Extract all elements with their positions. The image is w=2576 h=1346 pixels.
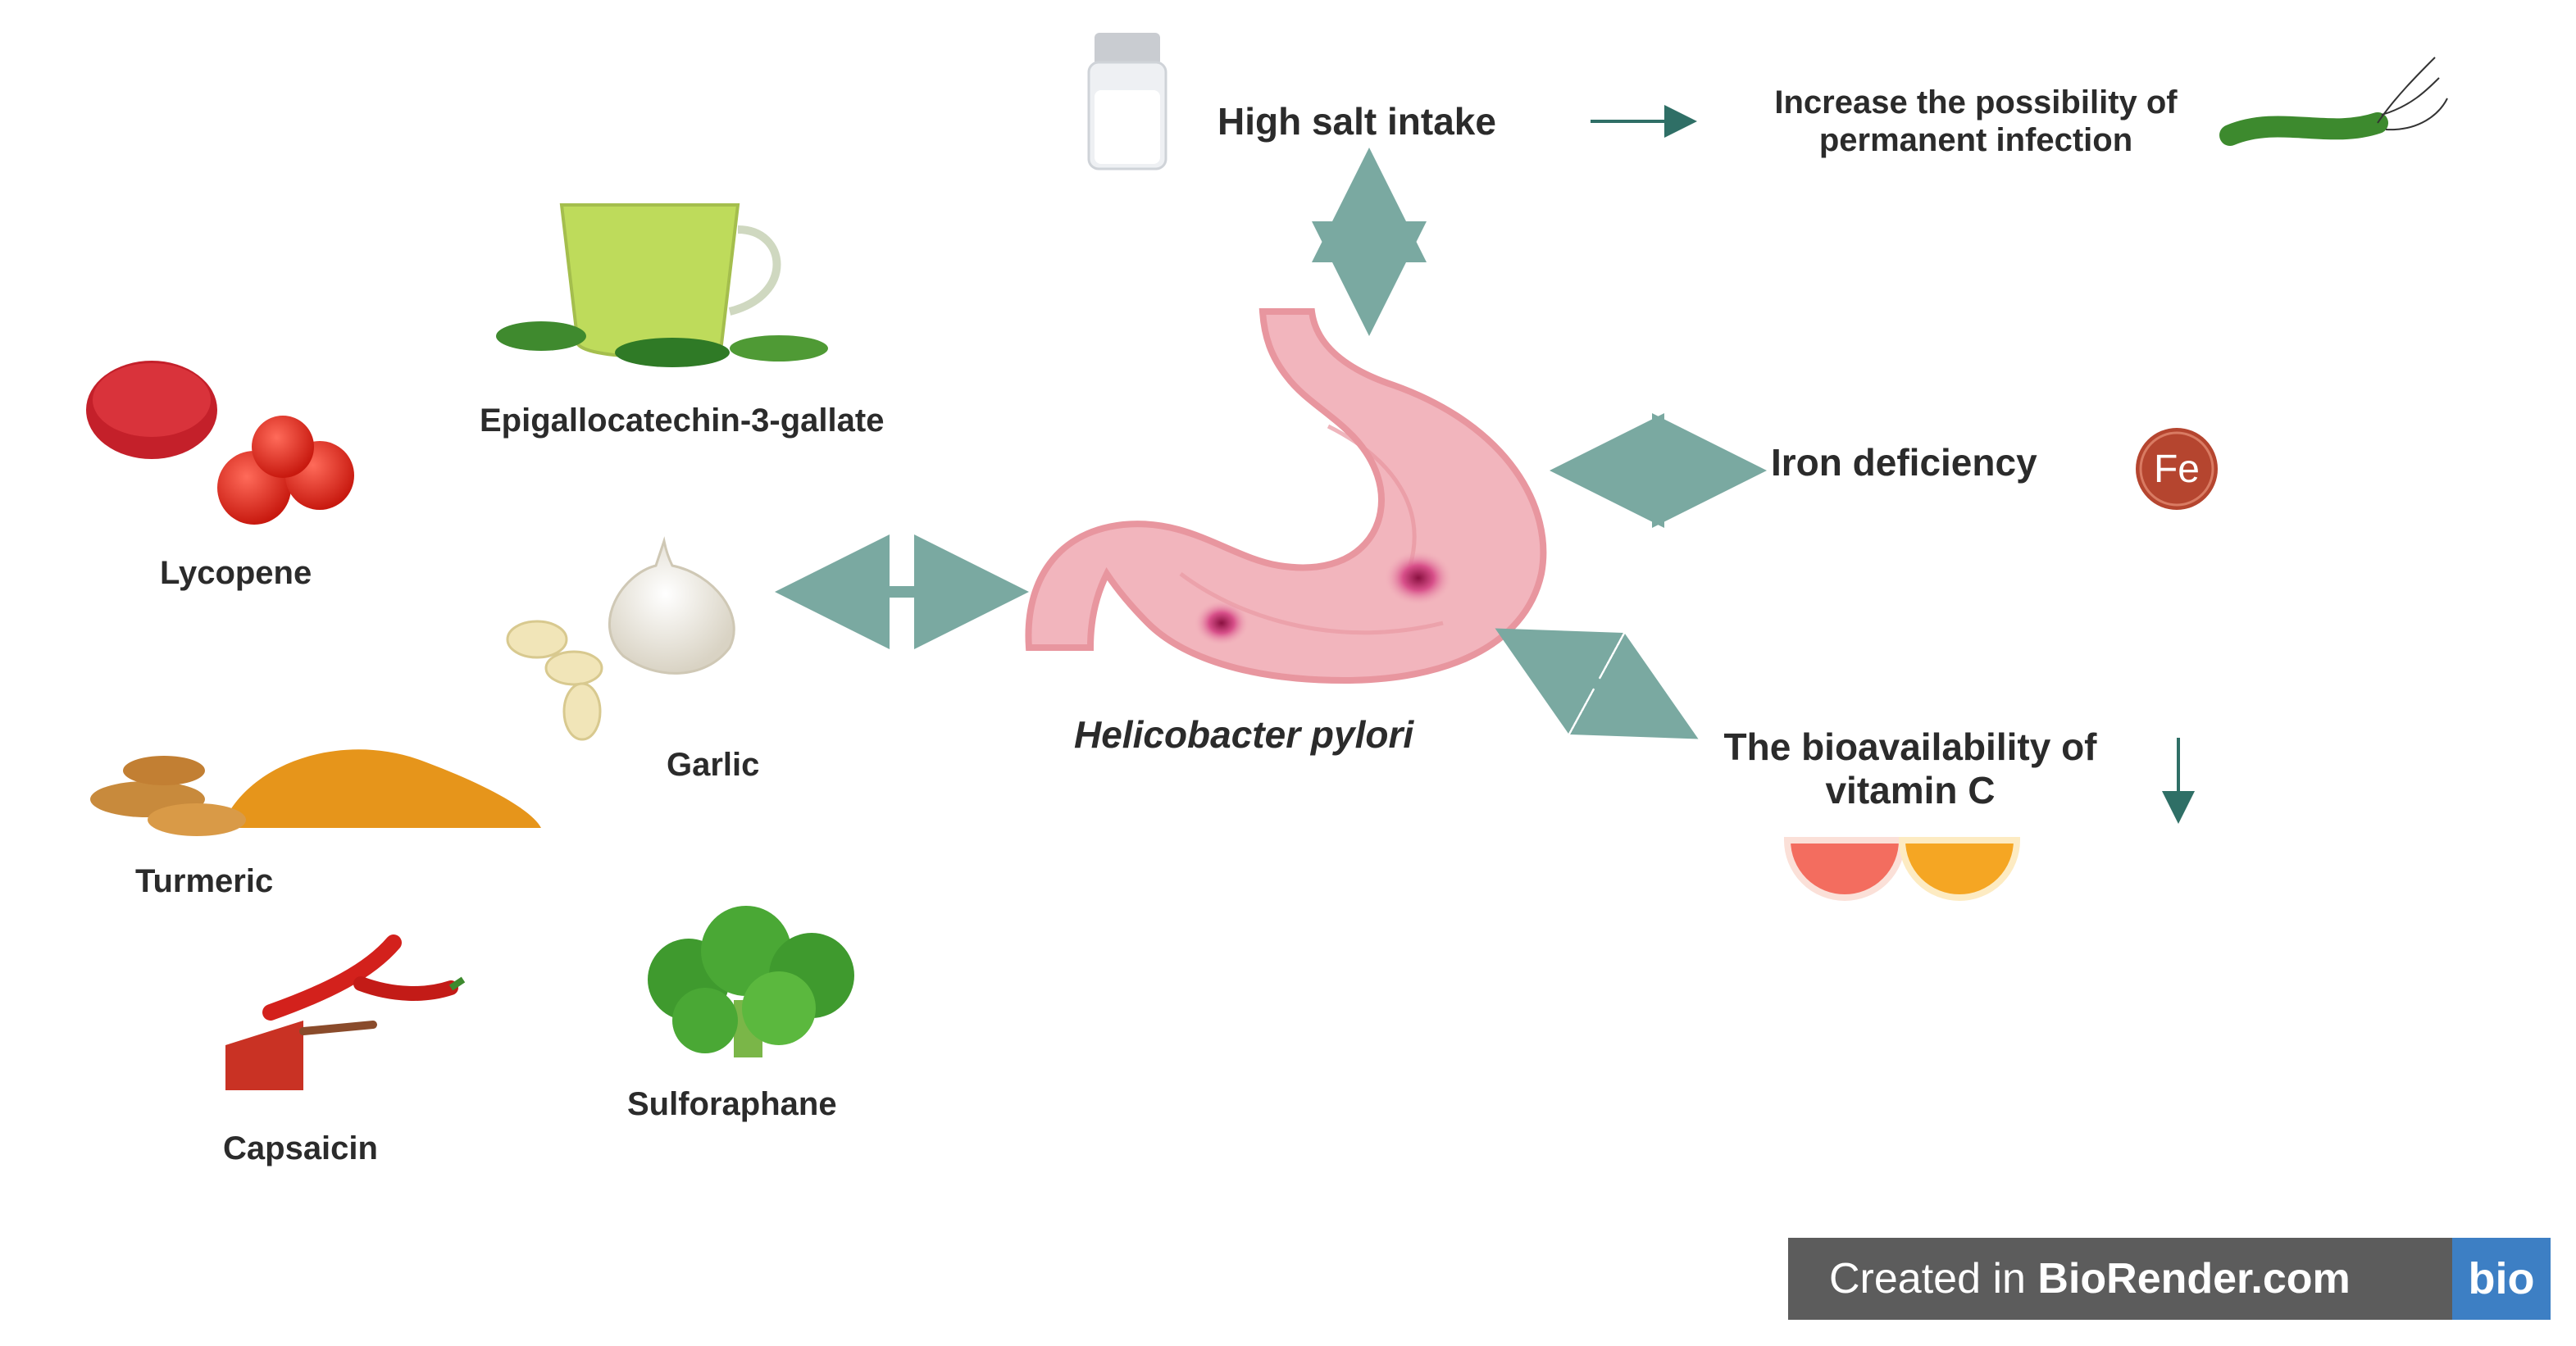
watermark-text: Created in BioRender.com (1829, 1255, 2351, 1303)
vitamin-c-label: The bioavailability of vitamin C (1723, 725, 2097, 812)
iron-symbol: Fe (2153, 448, 2200, 491)
turmeric-label: Turmeric (135, 863, 274, 899)
stomach-vitaminc-arrow (1495, 628, 1699, 739)
citrus-icon (1783, 837, 2021, 901)
egcg-label: Epigallocatechin-3-gallate (480, 402, 885, 439)
stomach-icon (1025, 308, 1547, 684)
garlic-icon (506, 536, 735, 741)
salt-shaker-icon (1087, 33, 1167, 171)
chili-icon (225, 934, 466, 1090)
center-label: Helicobacter pylori (1074, 713, 1414, 756)
biorender-watermark: Created in BioRender.com bio (1788, 1238, 2551, 1320)
sulforaphane-label: Sulforaphane (627, 1086, 837, 1122)
green-tea-icon (496, 203, 828, 367)
biorender-logo-icon: bio (2452, 1238, 2551, 1320)
infection-label: Increase the possibility of permanent in… (1774, 84, 2178, 158)
turmeric-icon (90, 749, 541, 836)
lycopene-label: Lycopene (160, 555, 312, 591)
bacterium-icon (2219, 57, 2448, 146)
iron-label: Iron deficiency (1771, 441, 2037, 484)
capsaicin-label: Capsaicin (223, 1130, 378, 1166)
salt-label: High salt intake (1217, 100, 1496, 143)
broccoli-icon (648, 906, 854, 1057)
garlic-label: Garlic (667, 747, 760, 783)
lycopene-icon (86, 361, 354, 525)
iron-icon (2136, 428, 2218, 510)
